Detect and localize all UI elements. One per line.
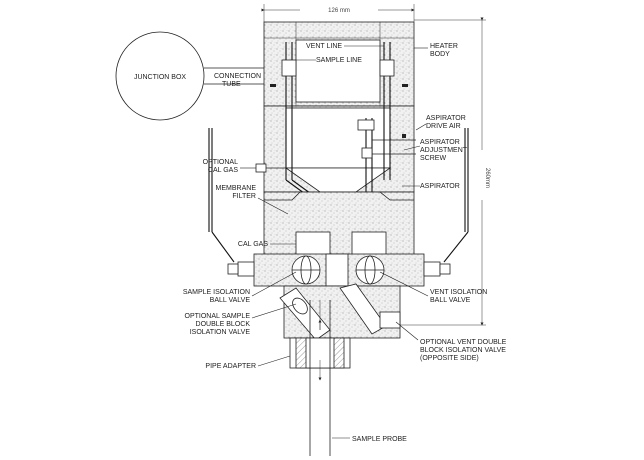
optional-sample-dbl-label-2: DOUBLE BLOCK xyxy=(196,321,251,328)
sample-line-tube xyxy=(281,42,315,197)
sample-valve-handle xyxy=(208,128,255,277)
heater-body-label-1: HEATER xyxy=(430,43,458,50)
aspirator-adjustment-label-3: SCREW xyxy=(420,155,446,162)
lower-base xyxy=(279,283,401,341)
height-dimension: 260mm xyxy=(400,17,490,326)
sample-probe xyxy=(309,300,331,456)
optional-cal-gas-label-2: CAL GAS xyxy=(208,167,238,174)
aspirator-adjustment-label-2: ADJUSTMENT xyxy=(420,147,468,154)
optional-cal-gas-label-1: OPTIONAL xyxy=(203,159,239,166)
pipe-adapter-label: PIPE ADAPTER xyxy=(205,363,256,370)
vent-isolation-label-1: VENT ISOLATION xyxy=(430,289,487,296)
connection-tube: CONNECTION TUBE xyxy=(204,67,264,88)
sample-isolation-label-1: SAMPLE ISOLATION xyxy=(183,289,250,296)
sample-line-label: SAMPLE LINE xyxy=(316,57,362,64)
optional-sample-dbl-label-1: OPTIONAL SAMPLE xyxy=(185,313,251,320)
aspirator-drive-air-label-1: ASPIRATOR xyxy=(426,115,466,122)
optional-vent-dbl-label-2: BLOCK ISOLATION VALVE xyxy=(420,347,506,354)
analyzer-body xyxy=(263,105,415,193)
sample-probe-label: SAMPLE PROBE xyxy=(352,436,407,443)
membrane-filter-label-1: MEMBRANE xyxy=(216,185,257,192)
cal-gas-label: CAL GAS xyxy=(238,241,268,248)
vent-line-tube xyxy=(357,42,416,196)
ball-valve-band xyxy=(253,253,425,287)
vent-valve-handle xyxy=(423,128,469,277)
heater-body-label-2: BODY xyxy=(430,51,450,58)
aspirator-label: ASPIRATOR xyxy=(420,183,460,190)
aspirator-drive-air-label-2: DRIVE AIR xyxy=(426,123,461,130)
optional-sample-dbl-label-3: ISOLATION VALVE xyxy=(190,329,251,336)
optional-vent-dbl-label-3: (OPPOSITE SIDE) xyxy=(420,355,479,362)
connection-tube-label-1: CONNECTION xyxy=(214,73,261,80)
leaders xyxy=(240,45,429,439)
vent-line-label: VENT LINE xyxy=(306,43,342,50)
width-dimension-label: 126 mm xyxy=(328,8,350,14)
height-dimension-label: 260mm xyxy=(484,168,490,188)
connection-tube-label-2: TUBE xyxy=(222,81,241,88)
junction-box-label: JUNCTION BOX xyxy=(134,74,186,81)
membrane-filter-label-2: FILTER xyxy=(232,193,256,200)
valve-block xyxy=(263,191,415,259)
junction-box: JUNCTION BOX xyxy=(115,31,205,121)
width-dimension: 126 mm xyxy=(261,4,415,22)
sample-isolation-label-2: BALL VALVE xyxy=(210,297,251,304)
optional-vent-dbl-label-1: OPTIONAL VENT DOUBLE xyxy=(420,339,507,346)
aspirator-adjustment-label-1: ASPIRATOR xyxy=(420,139,460,146)
vent-isolation-label-2: BALL VALVE xyxy=(430,297,471,304)
